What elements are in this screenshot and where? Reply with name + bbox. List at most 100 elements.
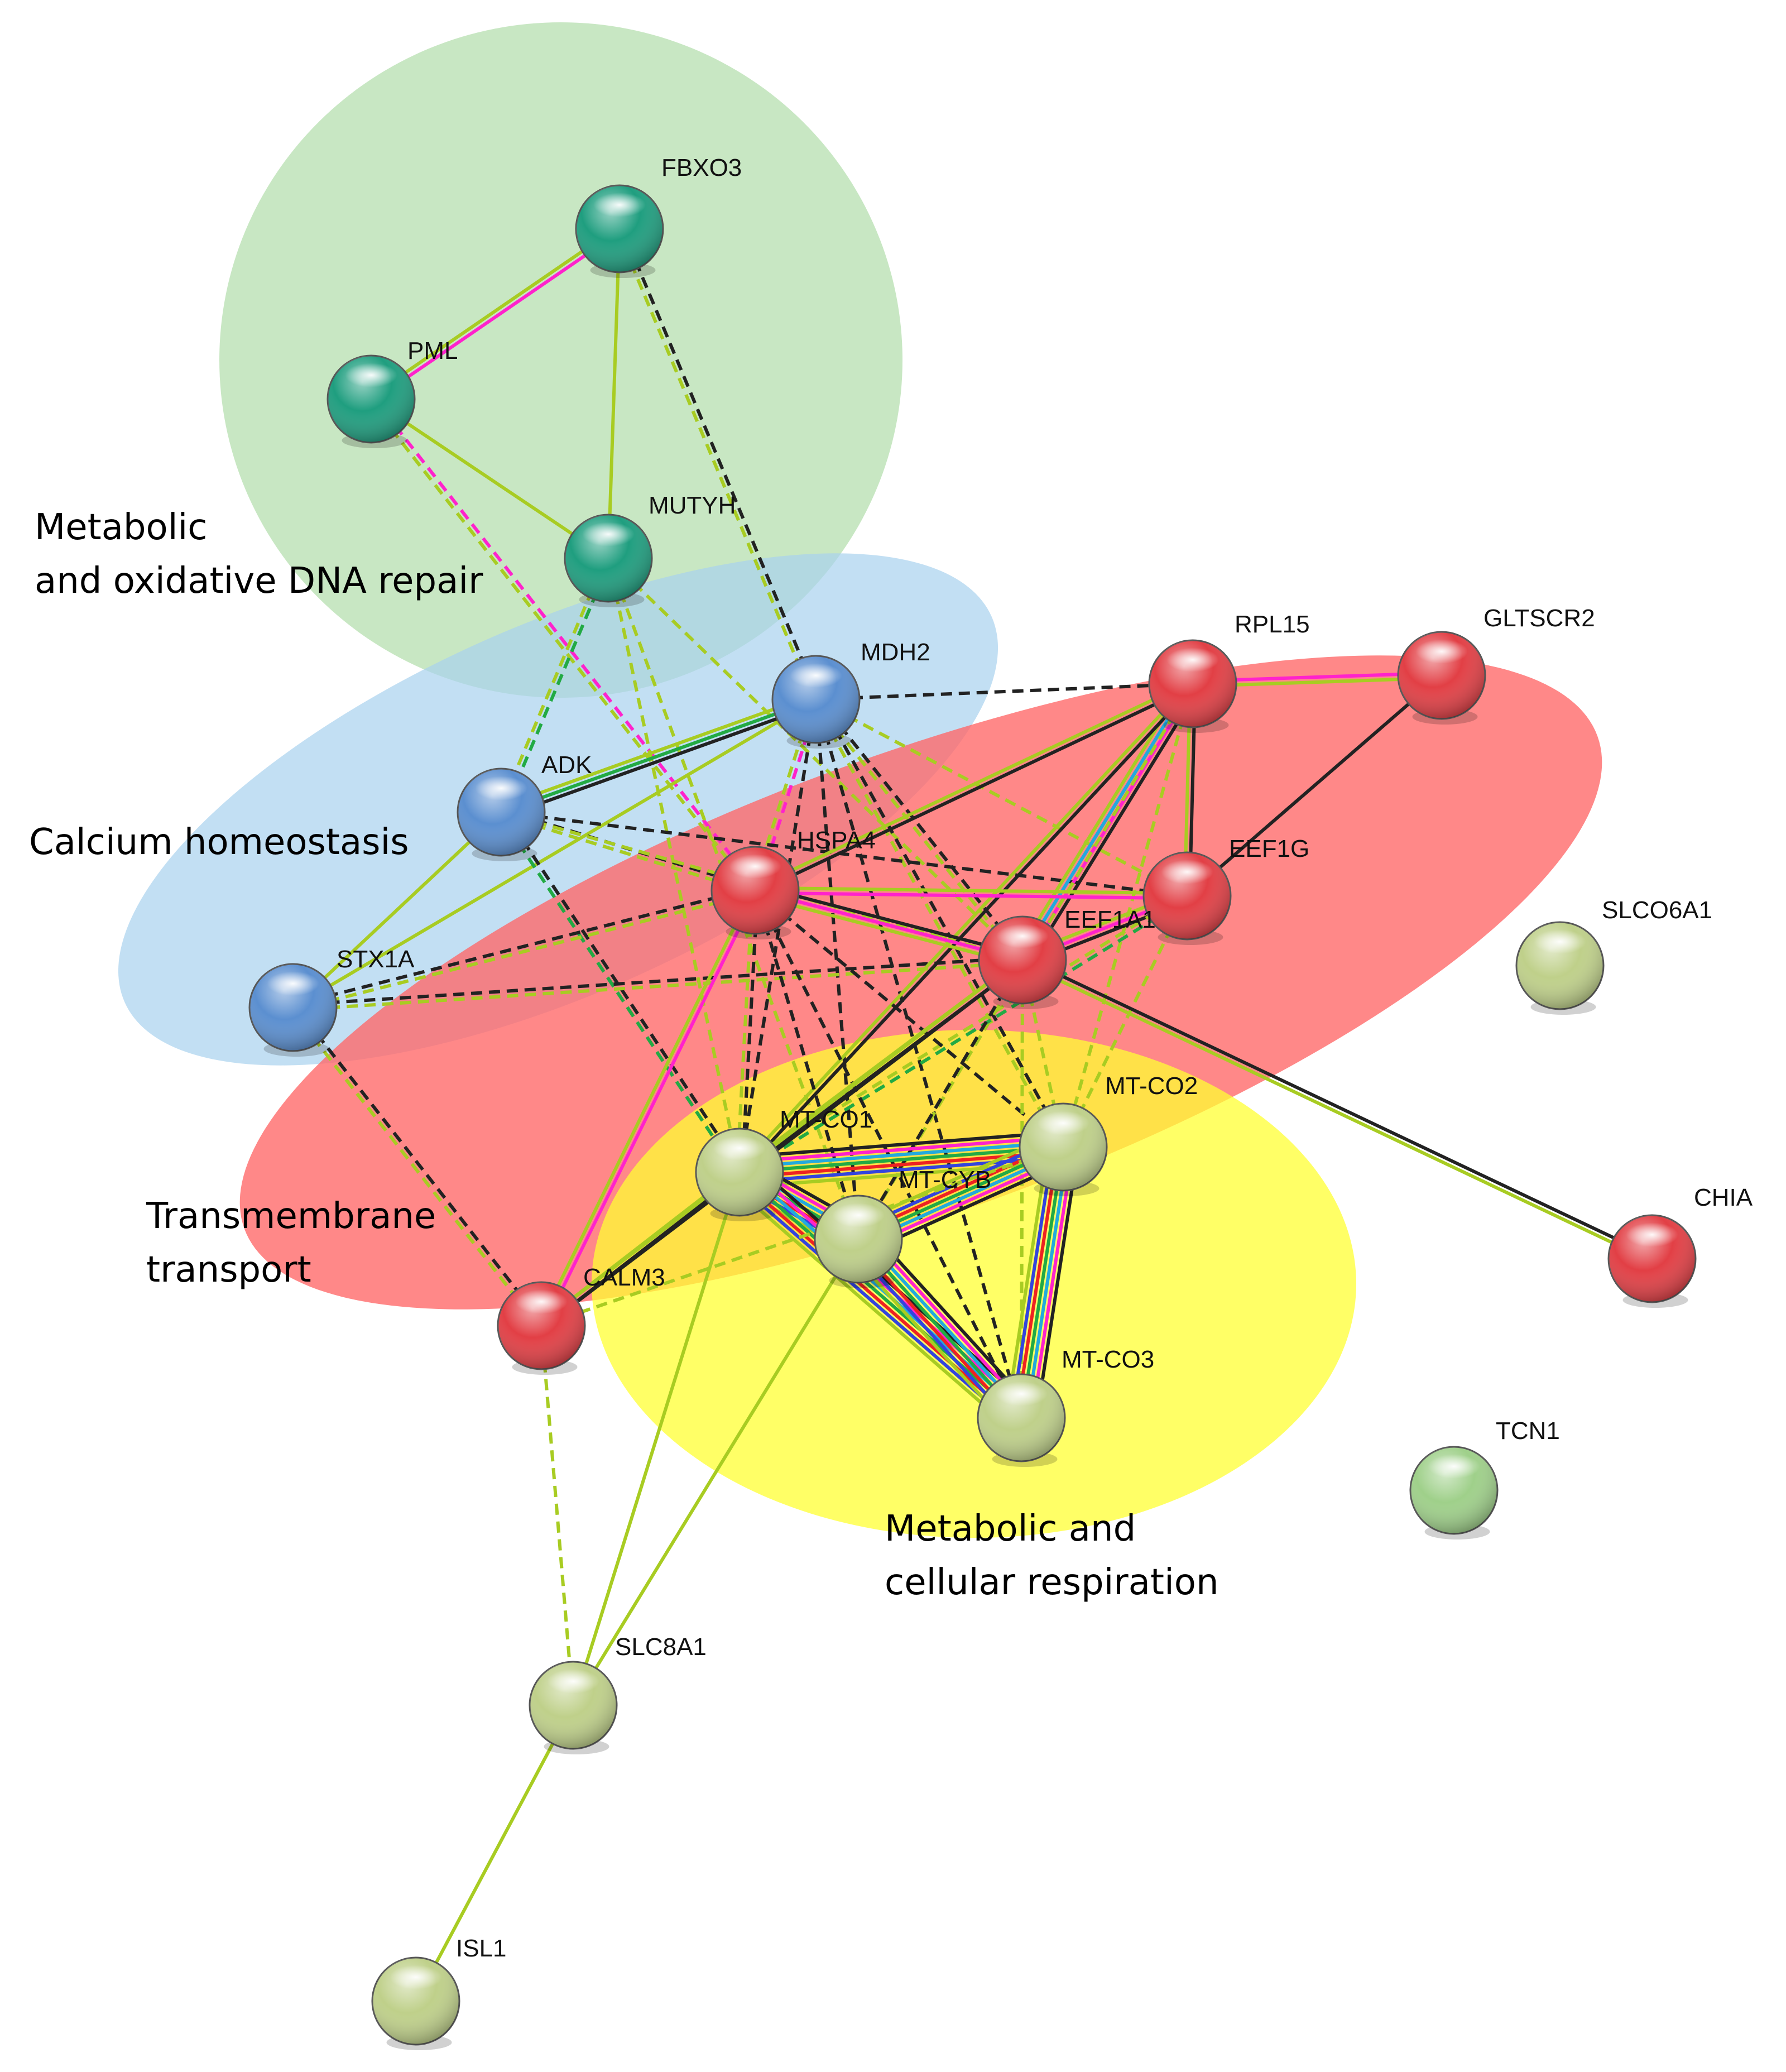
edge-gltscr2-eef1g: [1186, 674, 1443, 898]
edge-line-neighborhood: [497, 812, 739, 1175]
node-label: CALM3: [583, 1264, 665, 1291]
edge-hspa4-mt-cyb: [753, 890, 860, 1240]
edge-line-neighborhood: [1020, 1147, 1065, 1418]
node-eef1a1[interactable]: EEF1A1: [978, 906, 1156, 1009]
edge-line-coexpression: [1027, 687, 1201, 965]
edge-line-coexpression: [292, 886, 755, 1007]
edge-line-textmining: [616, 229, 815, 701]
node-isl1[interactable]: ISL1: [371, 1935, 507, 2050]
edge-fbxo3-mutyh: [607, 228, 621, 559]
cluster-region-dna-repair: [219, 22, 902, 698]
edge-line-textmining: [735, 890, 755, 1172]
edge-line-textmining: [815, 698, 1188, 898]
node-label: MT-CO2: [1105, 1072, 1198, 1100]
edge-stx1a-calm3: [290, 1005, 545, 1328]
edge-line-neighborhood: [738, 1171, 1022, 1419]
edge-rpl15-mt-co2: [1062, 683, 1194, 1148]
node-slco6a1[interactable]: SLCO6A1: [1515, 896, 1712, 1015]
cluster-label-calcium-line-1: Calcium homeostasis: [29, 822, 409, 863]
edge-line-neighborhood: [739, 1145, 1064, 1174]
edge-line-textmining: [753, 680, 1193, 890]
edge-line-coexpression: [620, 227, 820, 699]
node-fbxo3[interactable]: FBXO3: [575, 154, 742, 278]
edge-line-neighborhood: [740, 896, 1189, 1176]
node-hspa4[interactable]: HSPA4: [710, 827, 876, 939]
edge-eef1a1-mt-cyb: [857, 959, 1024, 1240]
node-mt-co3[interactable]: MT-CO3: [977, 1346, 1154, 1467]
node-label: STX1A: [337, 946, 415, 973]
node-chia[interactable]: CHIA: [1607, 1184, 1753, 1308]
edge-line-textmining: [572, 1238, 860, 1706]
node-mt-cyb[interactable]: MT-CYB: [814, 1166, 991, 1288]
edge-mt-cyb-slc8a1: [572, 1238, 860, 1706]
edge-adk-stx1a: [291, 810, 503, 1009]
edge-line-textmining: [498, 693, 815, 809]
edge-line-coexpression: [740, 890, 760, 1173]
edge-line-textmining: [368, 399, 755, 893]
node-highlight: [390, 1965, 442, 1989]
edge-line-textmining: [293, 891, 756, 1012]
edge-line-cooccurrence: [1010, 1145, 1055, 1417]
edge-line-textmining: [1021, 960, 1065, 1148]
edge-line-coexpression: [753, 890, 860, 1240]
edge-line-coexpression: [755, 684, 1195, 894]
node-highlight: [1037, 1111, 1089, 1135]
edge-line-experiments: [372, 396, 758, 890]
edge-fbxo3-pml: [368, 225, 622, 403]
cluster-label-respiration: Metabolic and cellular respiration: [885, 1508, 1219, 1603]
node-mutyh[interactable]: MUTYH: [564, 492, 736, 607]
node-eef1g[interactable]: EEF1G: [1142, 835, 1309, 945]
edge-line-textmining: [497, 557, 608, 812]
edge-stx1a-eef1a1: [292, 956, 1023, 1012]
node-adk[interactable]: ADK: [457, 751, 592, 861]
cluster-label-respiration-line-2: cellular respiration: [885, 1562, 1219, 1603]
node-mt-co2[interactable]: MT-CO2: [1019, 1072, 1198, 1196]
node-label: RPL15: [1235, 611, 1310, 638]
edge-line-textmining: [607, 228, 621, 559]
edge-mt-co1-slc8a1: [572, 1172, 741, 1706]
edge-line-textmining: [1062, 895, 1189, 1148]
edge-eef1g-hspa4: [755, 886, 1188, 900]
edge-line-gene_fusion: [735, 1174, 1020, 1423]
edge-mdh2-eef1g: [815, 698, 1188, 898]
edge-mutyh-eef1a1: [607, 557, 1024, 962]
edge-stx1a-hspa4: [292, 886, 756, 1012]
node-highlight: [1161, 860, 1213, 884]
node-highlight: [582, 522, 635, 546]
node-rpl15[interactable]: RPL15: [1148, 611, 1310, 733]
node-highlight: [790, 663, 842, 688]
node-highlight: [729, 854, 781, 879]
edge-pml-hspa4: [368, 396, 758, 893]
cluster-label-respiration-line-1: Metabolic and: [885, 1508, 1136, 1550]
node-highlight: [1166, 648, 1219, 672]
edge-line-coexpression: [756, 884, 1025, 957]
node-pml[interactable]: PML: [327, 337, 458, 448]
node-calm3[interactable]: CALM3: [497, 1264, 665, 1375]
edge-line-database: [739, 1140, 1063, 1169]
node-mdh2[interactable]: MDH2: [771, 639, 930, 749]
edge-line-coexpression: [817, 697, 1026, 960]
node-label: SLC8A1: [615, 1633, 707, 1661]
edge-line-cooccurrence: [732, 1178, 1016, 1427]
edge-line-textmining: [541, 1145, 1064, 1327]
edge-line-neighborhood: [500, 698, 817, 814]
edge-mdh2-rpl15: [815, 682, 1193, 701]
edge-line-textmining: [812, 699, 1063, 1149]
cluster-label-transmembrane: Transmembrane transport: [146, 1196, 448, 1291]
node-tcn1[interactable]: TCN1: [1409, 1417, 1560, 1539]
node-highlight: [267, 971, 319, 996]
edge-line-textmining: [755, 886, 1188, 895]
node-label: MUTYH: [649, 492, 736, 519]
edge-mt-co2-calm3: [541, 1145, 1064, 1327]
node-highlight: [713, 1136, 766, 1160]
edge-line-neighborhood: [502, 558, 612, 814]
cluster-label-dna-repair: Metabolic and oxidative DNA repair: [35, 507, 483, 602]
node-mt-co1[interactable]: MT-CO1: [695, 1106, 872, 1221]
node-label: EEF1A1: [1064, 906, 1156, 933]
edge-line-experiments: [755, 889, 1023, 962]
node-gltscr2[interactable]: GLTSCR2: [1397, 605, 1595, 725]
node-slc8a1[interactable]: SLC8A1: [529, 1633, 707, 1754]
node-stx1a[interactable]: STX1A: [248, 946, 415, 1057]
node-label: ADK: [541, 751, 592, 779]
